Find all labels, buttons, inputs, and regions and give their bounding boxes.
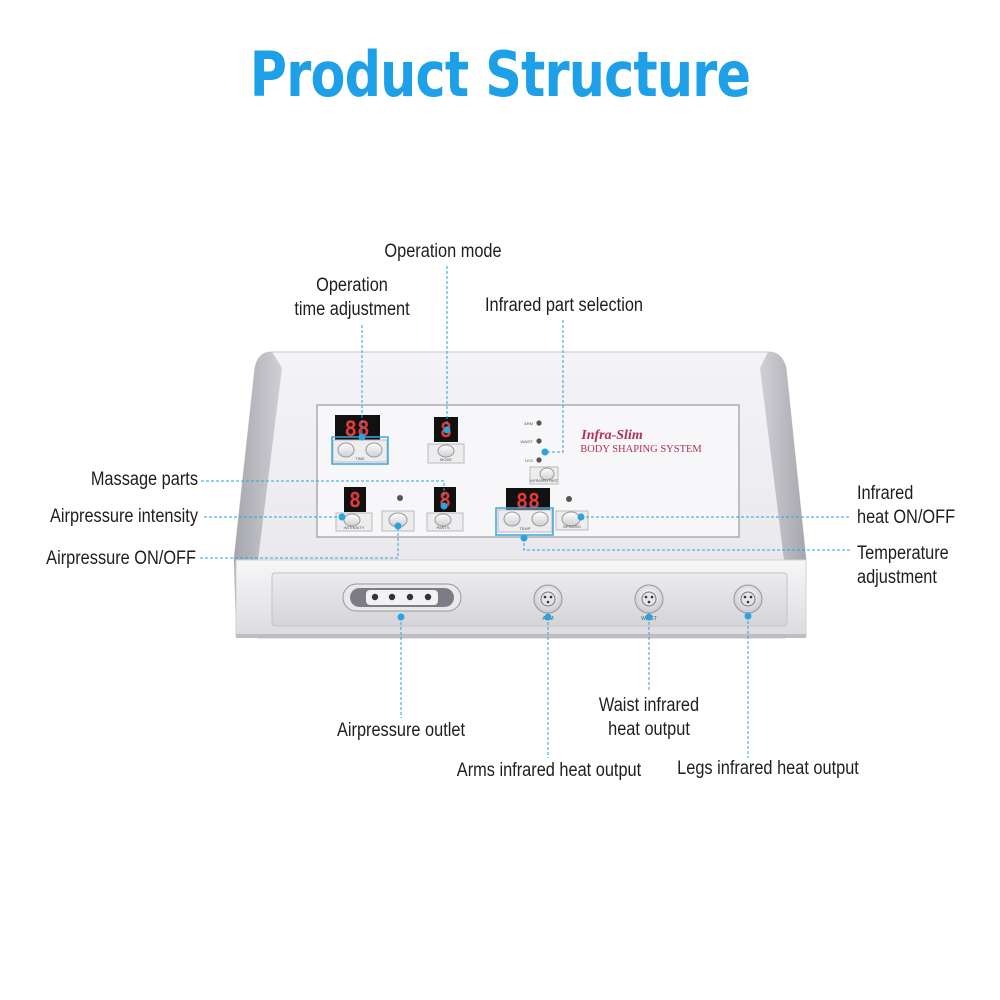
- led-label-leg: LEG: [525, 458, 533, 463]
- label-infrared-heat-line1: Infrared: [857, 483, 914, 504]
- airpressure-outlet: [342, 583, 462, 612]
- label-infrared-heat-line2: heat ON/OFF: [857, 507, 956, 528]
- temp-button-label: TEMP: [519, 526, 530, 531]
- label-waist-line2: heat output: [608, 719, 690, 740]
- led-label-arm: ARM: [524, 421, 533, 426]
- brand-logo-text: Infra-Slim: [580, 428, 643, 443]
- label-temperature-line2: adjustment: [857, 567, 937, 588]
- dot-waist-output: [645, 613, 653, 621]
- label-arms-output: Arms infrared heat output: [456, 760, 642, 781]
- callout-line-airpressure-onoff: [200, 526, 399, 559]
- temperature-buttons[interactable]: TEMP: [497, 509, 553, 533]
- led-leg: [536, 457, 542, 463]
- callout-dots: [338, 426, 752, 621]
- label-massage-parts: Massage parts: [90, 469, 198, 490]
- dot-temperature: [520, 534, 528, 542]
- dot-legs-output: [744, 612, 752, 620]
- airpressure-onoff-button[interactable]: [381, 510, 415, 532]
- parts-button-label: PARTS: [437, 525, 450, 530]
- dot-operation-time: [358, 433, 366, 441]
- label-operation-time-line2: time adjustment: [294, 299, 410, 320]
- led-arm: [536, 420, 542, 426]
- callout-line-infrared-part: [545, 320, 564, 453]
- time-buttons[interactable]: TIME: [332, 439, 388, 463]
- led-label-waist: WAIST: [520, 439, 533, 444]
- dot-infrared-part: [541, 448, 549, 456]
- temperature-display-value: 88: [516, 489, 540, 513]
- label-airpressure-onoff: Airpressure ON/OFF: [46, 548, 196, 569]
- infrared-part-button[interactable]: INFRARED PART: [529, 466, 559, 485]
- label-airpressure-intensity: Airpressure intensity: [49, 506, 198, 527]
- dot-airpressure-intensity: [338, 513, 346, 521]
- callout-line-massage-parts: [201, 480, 445, 506]
- page-title: Product Structure: [249, 38, 751, 111]
- label-operation-time-line1: Operation: [316, 275, 388, 296]
- temp-down-button[interactable]: [531, 511, 549, 527]
- dot-massage-parts: [440, 502, 448, 510]
- brand-subtitle: BODY SHAPING SYSTEM: [580, 444, 702, 455]
- dot-operation-mode: [443, 426, 451, 434]
- infrared-button-label: INFRARED: [563, 525, 581, 529]
- mode-button[interactable]: MODE: [427, 443, 465, 464]
- label-operation-mode: Operation mode: [384, 241, 502, 262]
- time-down-button[interactable]: [365, 442, 383, 458]
- intensity-button-label: INTENSITY: [344, 525, 365, 530]
- dot-arms-output: [544, 613, 552, 621]
- callout-line-temperature: [523, 538, 850, 551]
- airpressure-led: [397, 495, 403, 501]
- intensity-button[interactable]: INTENSITY: [335, 512, 373, 532]
- dot-airpressure-outlet: [397, 613, 405, 621]
- time-up-button[interactable]: [337, 442, 355, 458]
- temp-up-button[interactable]: [503, 511, 521, 527]
- part-leds: ARM WAIST LEG: [520, 420, 542, 463]
- intensity-display: 8: [344, 487, 366, 512]
- label-legs-output: Legs infrared heat output: [677, 758, 859, 779]
- time-button-label: TIME: [355, 456, 365, 461]
- intensity-display-value: 8: [349, 488, 361, 512]
- outlet-hole-2: [388, 593, 396, 601]
- outlet-hole-3: [406, 593, 414, 601]
- infrared-part-button-label: INFRARED PART: [530, 479, 559, 483]
- label-temperature-line1: Temperature: [857, 543, 949, 564]
- mode-button-label: MODE: [440, 457, 452, 462]
- label-waist-line1: Waist infrared: [598, 695, 700, 716]
- outlet-hole-1: [371, 593, 379, 601]
- outlet-hole-4: [424, 593, 432, 601]
- parts-button[interactable]: PARTS: [426, 512, 464, 532]
- label-infrared-part-selection: Infrared part selection: [484, 295, 644, 316]
- dot-airpressure-onoff: [394, 522, 402, 530]
- legs-heat-port: [733, 584, 763, 614]
- temperature-display: 88: [506, 488, 550, 513]
- label-airpressure-outlet: Airpressure outlet: [336, 720, 466, 741]
- infrared-led: [566, 496, 572, 502]
- led-waist: [536, 438, 542, 444]
- infrared-onoff-button[interactable]: INFRARED: [555, 510, 589, 531]
- dot-infrared-onoff: [577, 513, 585, 521]
- mode-display: 8: [434, 417, 458, 442]
- callout-lines: [200, 266, 850, 758]
